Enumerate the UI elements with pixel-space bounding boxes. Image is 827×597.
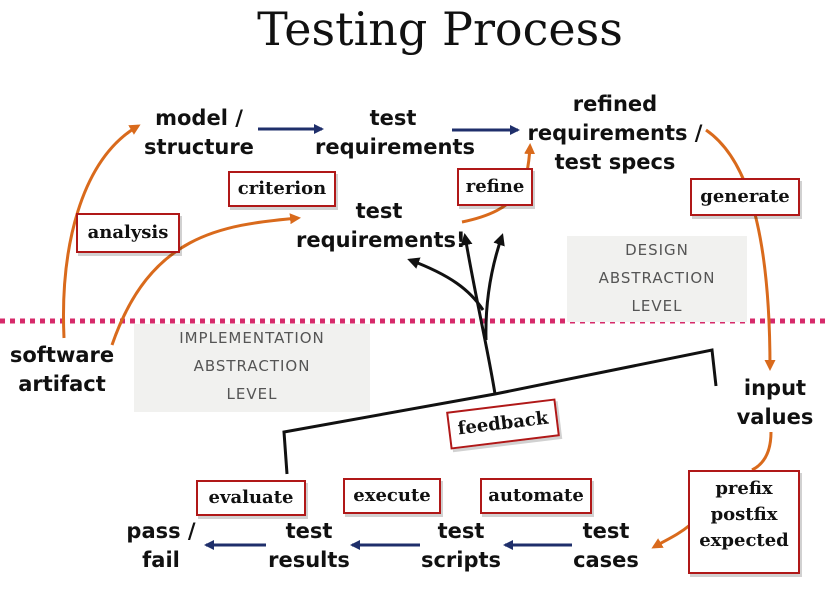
- diagram-title: Testing Process: [257, 2, 623, 56]
- arrow-prefix-to-cases: [651, 523, 691, 549]
- criterion-label: criterion: [228, 171, 336, 207]
- automate-label: automate: [480, 478, 592, 514]
- refine-label: refine: [457, 168, 533, 206]
- execute-label: execute: [343, 478, 441, 514]
- feedback-trunk: [460, 233, 497, 395]
- arrow-artifact-to-test-requirements: [110, 213, 301, 346]
- evaluate-label: evaluate: [196, 480, 306, 516]
- feedback-branch-left: [407, 257, 485, 311]
- feedback-branch-right: [484, 233, 505, 341]
- arrow-input-to-prefix: [751, 431, 773, 472]
- arrow-artifact-to-model: [62, 124, 141, 339]
- generate-label: generate: [690, 178, 800, 216]
- pass-fail-node: pass /fail: [126, 519, 196, 572]
- model-structure-node: model /structure: [144, 106, 254, 159]
- analysis-label: analysis: [76, 213, 180, 253]
